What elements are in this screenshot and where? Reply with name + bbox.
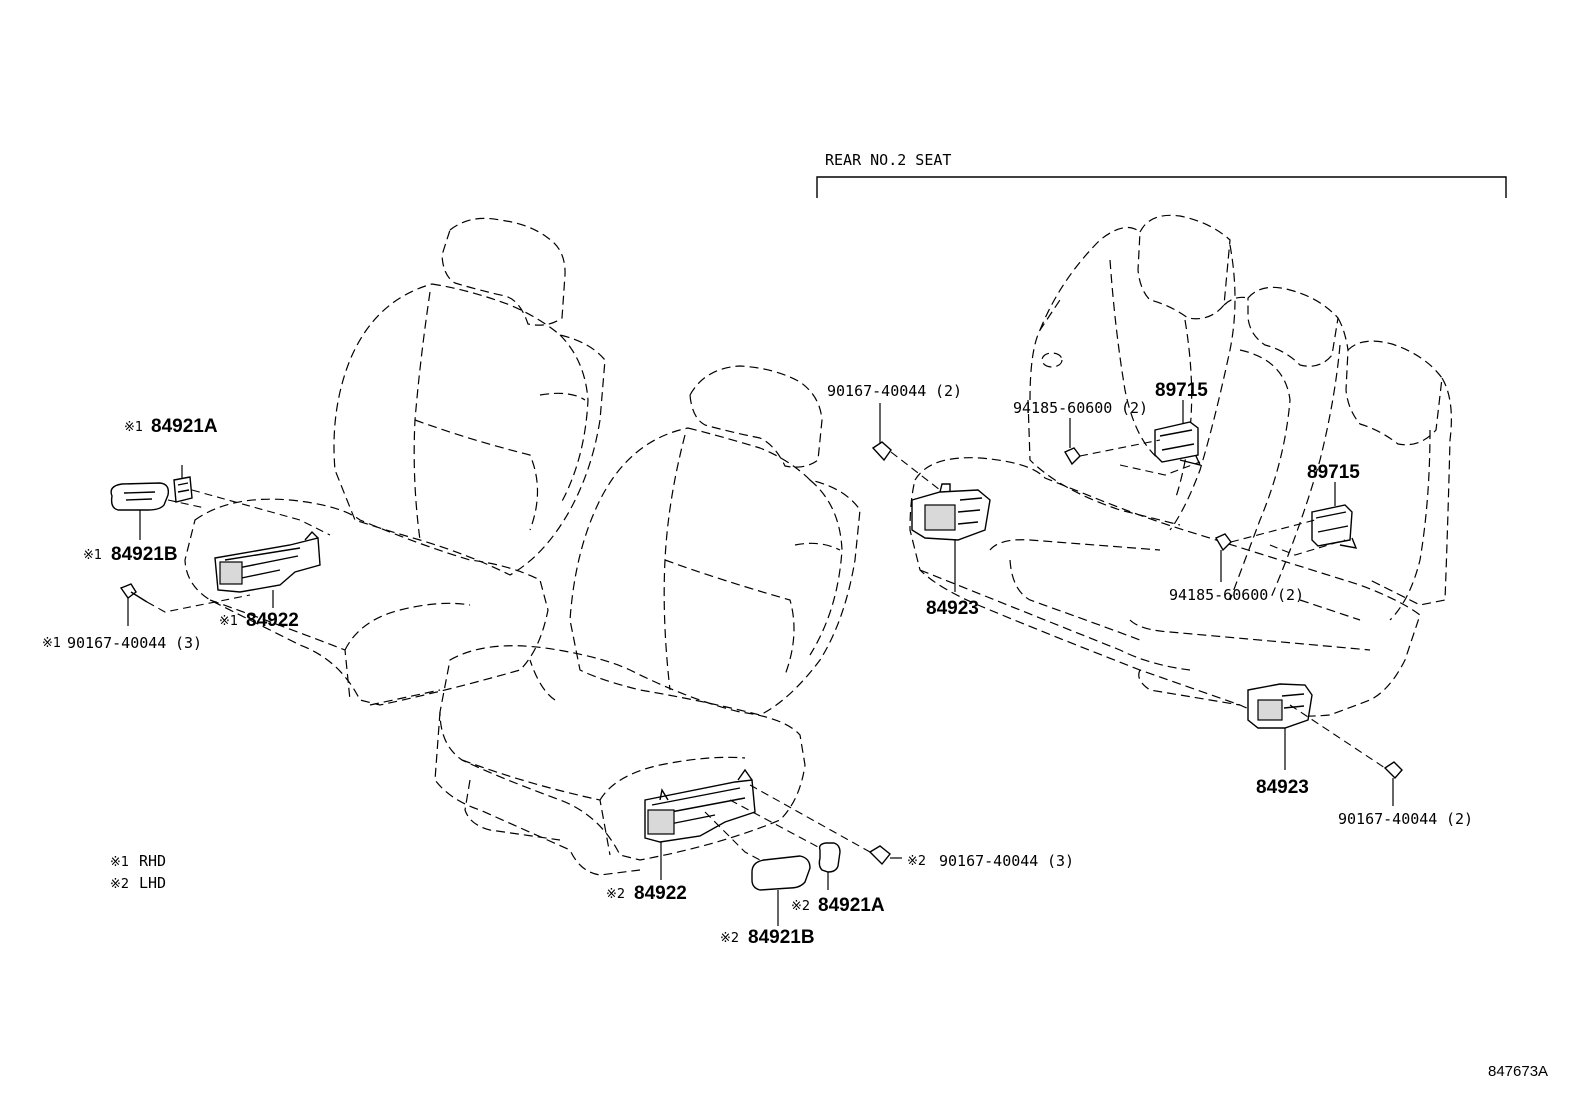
lhd-84921A-mark: ※2: [791, 899, 810, 914]
rear-bolt-right-label: 90167-40044: [1338, 810, 1437, 828]
lhd-front-seat-outline-icon: [434, 365, 861, 876]
rear-bolt-left-label: 90167-40044: [827, 382, 926, 400]
rear-bolt-left-qty: (2): [935, 382, 962, 400]
rear-84923-right-label: 84923: [1256, 777, 1309, 798]
rhd-84922-mark: ※1: [219, 614, 238, 629]
section-label: REAR NO.2 SEAT: [825, 151, 951, 169]
legend-text-1: RHD: [139, 852, 166, 870]
rear-right-screw-icon: [1215, 533, 1232, 552]
section-bracket: [816, 176, 1507, 198]
rhd-84921A-switch-part-icon: [173, 476, 193, 503]
rear-top-screw-icon: [1064, 447, 1081, 466]
lhd-84921B-mark: ※2: [720, 931, 739, 946]
rhd-front-seat-outline-icon: [184, 217, 606, 706]
lhd-bolt-mark: ※2: [907, 854, 926, 869]
lhd-84922-mark: ※2: [606, 887, 625, 902]
rear-89715-right-label: 89715: [1307, 462, 1360, 483]
lhd-84921A-switch-part-icon: [818, 842, 841, 873]
legend-mark-2: ※2: [110, 877, 129, 892]
rear-left-84923-switch-part-icon: [911, 483, 991, 541]
lhd-bolt-icon: [868, 845, 891, 866]
lhd-84921B-switch-part-icon: [751, 855, 811, 891]
rhd-84921B-mark: ※1: [83, 548, 102, 563]
rear-screw-top-label: 94185-60600: [1013, 399, 1112, 417]
rear-bolt-right-qty: (2): [1446, 810, 1473, 828]
rear-right-84923-switch-part-icon: [1247, 683, 1313, 729]
lhd-84922-label: 84922: [634, 883, 687, 904]
rhd-84921A-mark: ※1: [124, 420, 143, 435]
rear-84923-left-label: 84923: [926, 598, 979, 619]
rear-89715-top-label: 89715: [1155, 380, 1208, 401]
lhd-84921A-label: 84921A: [818, 895, 885, 916]
rear-89715-top-module-part-icon: [1154, 421, 1202, 467]
rhd-84922-label: 84922: [246, 610, 299, 631]
rear-screw-right-label: 94185-60600: [1169, 586, 1268, 604]
lhd-bolt-qty: (3): [1047, 852, 1074, 870]
legend-text-2: LHD: [139, 874, 166, 892]
rhd-84921B-label: 84921B: [111, 544, 178, 565]
rhd-bolt-label: 90167-40044: [67, 634, 166, 652]
rear-right-bolt-icon: [1383, 761, 1403, 780]
lhd-84921B-label: 84921B: [748, 927, 815, 948]
figure-reference-id: 847673A: [1488, 1063, 1548, 1080]
rear-left-bolt-icon: [871, 441, 892, 462]
rear-89715-right-module-part-icon: [1311, 504, 1358, 549]
rhd-84922-switch-part-icon: [214, 530, 321, 593]
lhd-84922-switch-part-icon: [644, 768, 756, 843]
lhd-bolt-label: 90167-40044: [939, 852, 1038, 870]
rear-no2-seat-outline-icon: [909, 214, 1452, 717]
rhd-bolt-icon: [119, 583, 148, 603]
legend-mark-1: ※1: [110, 855, 129, 870]
rhd-84921B-switch-part-icon: [110, 482, 170, 511]
rear-screw-right-qty: (2): [1277, 586, 1304, 604]
rhd-bolt-mark: ※1: [42, 636, 61, 651]
rear-screw-top-qty: (2): [1121, 399, 1148, 417]
rhd-84921A-label: 84921A: [151, 416, 218, 437]
rhd-bolt-qty: (3): [175, 634, 202, 652]
